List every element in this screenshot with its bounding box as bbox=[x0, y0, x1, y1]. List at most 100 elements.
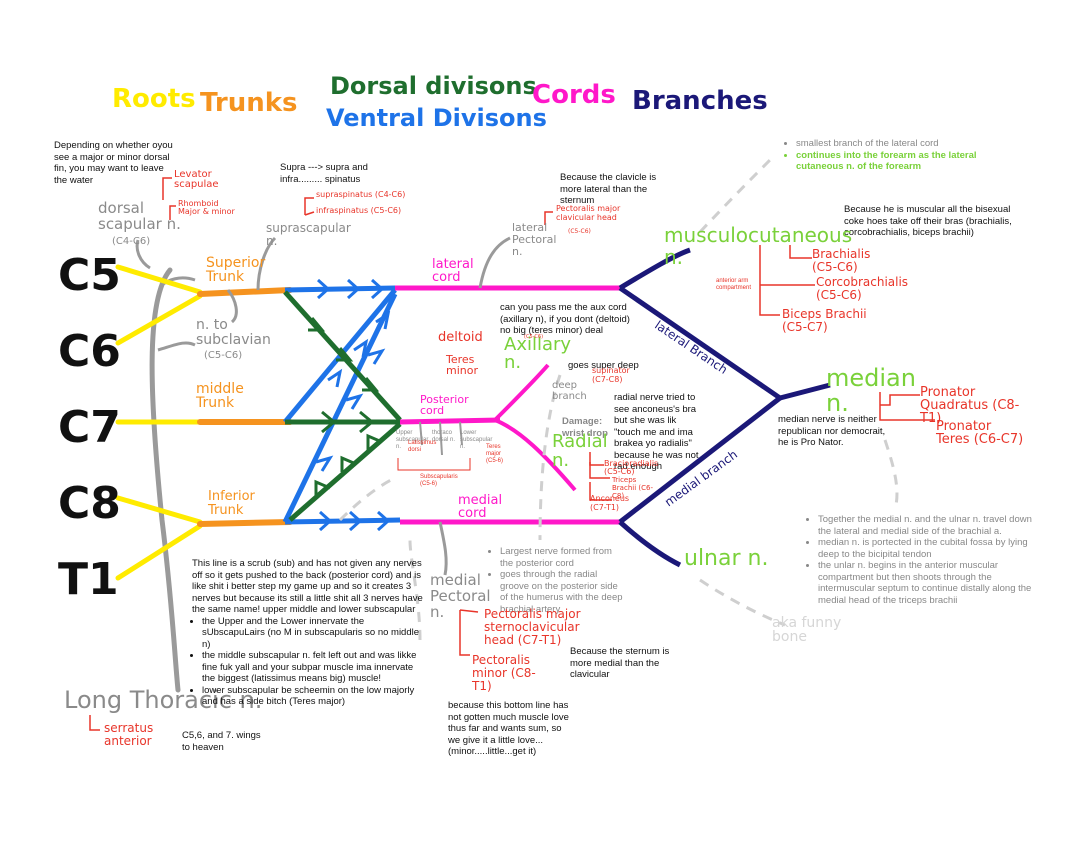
musculocutaneous-bullet-1: smallest branch of the lateral cord bbox=[796, 138, 1016, 150]
supraspinatus-label: supraspinatus (C4-C6) bbox=[316, 190, 406, 199]
pronator-quadratus-label: Pronator Quadratus (C8-T1) bbox=[920, 385, 1020, 426]
subscapular-lines bbox=[419, 421, 463, 456]
subscapular-bullet-3: lower subscapular be scheemin on the low… bbox=[202, 685, 428, 708]
upper-subscapular-label: Upper subscapular n. bbox=[396, 430, 429, 450]
anconeus-label: Anconeus (C7-T1) bbox=[590, 494, 630, 512]
ulnar-bullets: Together the medial n. and the ulnar n. … bbox=[808, 514, 1034, 606]
root-t1-line bbox=[115, 523, 203, 581]
median-label: median n. bbox=[826, 364, 916, 417]
long-thoracic-c6-link bbox=[157, 341, 196, 352]
subscapular-note-intro: This line is a scrub (sub) and has not g… bbox=[192, 558, 423, 615]
legend-ventral-divisions: Ventral Divisons bbox=[326, 104, 547, 132]
radial-label: Radial n. bbox=[552, 431, 608, 471]
subclavian-line bbox=[226, 289, 238, 324]
musculocutaneous-label: musculocutaneous n. bbox=[664, 223, 853, 269]
brachialis-label: Brachialis (C5-C6) bbox=[812, 247, 871, 274]
triceps-label: Triceps Brachii (C6-C8) bbox=[612, 476, 653, 500]
dorsal-scapular-line bbox=[135, 239, 151, 270]
deep-branch-label: deep branch bbox=[552, 380, 587, 402]
posterior-cord-label: Posterior cord bbox=[420, 393, 469, 417]
long-thoracic-label: Long Thoracic n. bbox=[64, 686, 263, 714]
ventral-division-middle-medial bbox=[282, 292, 398, 524]
suprascapular-note: Supra ---> supra and infra......... spin… bbox=[280, 162, 368, 185]
median-note: median nerve is neither republican nor d… bbox=[778, 414, 886, 448]
funny-bone-label: aka funny bone bbox=[772, 615, 842, 645]
teres-major-label: Teres major (C5-6) bbox=[486, 444, 504, 464]
ulnar-bullet-1: Together the medial n. and the ulnar n. … bbox=[818, 514, 1034, 537]
pec-minor-label: Pectoralis minor (C8-T1) bbox=[472, 653, 536, 693]
musculocutaneous-bullets: smallest branch of the lateral cord cont… bbox=[786, 138, 1016, 173]
axillary-note: can you pass me the aux cord (axillary n… bbox=[500, 302, 630, 336]
lateral-pectoral-line bbox=[478, 236, 511, 289]
lateral-cord-label: lateral cord bbox=[432, 257, 474, 285]
medial-pectoral-note-2: because this bottom line has not gotten … bbox=[448, 700, 569, 757]
long-thoracic-c5-link bbox=[161, 276, 196, 287]
pec-major-sternal-label: Pectoralis major sternoclavicular head (… bbox=[484, 607, 581, 647]
brachioradialis-label: Bracioradialis (C5-C6) bbox=[604, 459, 659, 476]
ulnar-branch-line bbox=[618, 520, 682, 568]
inferior-trunk-label: Inferior Trunk bbox=[208, 489, 255, 518]
legend-roots: Roots bbox=[112, 84, 196, 114]
coracobrachialis-label: Corcobrachialis (C5-C6) bbox=[816, 275, 909, 302]
musculocutaneous-branch-line bbox=[618, 247, 691, 291]
ulnar-bullet-3: the unlar n. begins in the anterior musc… bbox=[818, 560, 1034, 606]
dashed-continuations bbox=[338, 153, 899, 641]
radial-branch-line bbox=[494, 418, 577, 492]
legend-cords: Cords bbox=[532, 80, 616, 110]
subscap-bracket bbox=[397, 458, 471, 471]
muscle-connectors bbox=[89, 177, 935, 731]
subscapularis-label: Subscapularis (C5-6) bbox=[420, 474, 458, 487]
latissimus-label: Latissimus dorsi bbox=[408, 440, 437, 453]
radial-note: radial nerve tried to see anconeus's bra… bbox=[614, 392, 699, 472]
lateral-branch-line bbox=[618, 285, 782, 401]
pec-major-clavicular-label: Pectoralis major clavicular head bbox=[556, 204, 621, 222]
legend-dorsal-divisions: Dorsal divisons bbox=[330, 72, 537, 100]
dorsal-scapular-label: dorsal scapular n. bbox=[98, 199, 181, 233]
ulnar-bullet-2: median n. is portected in the cubital fo… bbox=[818, 537, 1034, 560]
middle-trunk-label: middle Trunk bbox=[196, 381, 244, 411]
dorsal-division-inferior bbox=[288, 422, 402, 522]
levator-scapulae-label: Levator scapulae bbox=[174, 169, 219, 190]
subscapular-bullet-1: the Upper and the Lower innervate the sU… bbox=[202, 616, 428, 651]
infraspinatus-label: infraspinatus (C5-C6) bbox=[316, 206, 402, 215]
dorsal-division-superior bbox=[283, 290, 402, 422]
medial-cord-label: medial cord bbox=[458, 493, 503, 521]
supinator-label: supinator (C7-C8) bbox=[592, 366, 630, 384]
legend-trunks: Trunks bbox=[200, 88, 298, 118]
suprascapular-label: suprascapular n. bbox=[266, 221, 351, 248]
ventral-arrowheads bbox=[315, 278, 391, 532]
medial-pectoral-note: Because the sternum is more medial than … bbox=[570, 646, 670, 680]
radial-bullets: Largest nerve formed from the posterior … bbox=[490, 546, 624, 615]
radial-damage-note: Damage: wrist drop bbox=[562, 416, 608, 439]
musculocutaneous-bullet-2: continues into the forearm as the latera… bbox=[796, 150, 1016, 173]
lateral-pectoral-note: Because the clavicle is more lateral tha… bbox=[560, 172, 657, 206]
root-c8-line bbox=[115, 495, 203, 525]
root-label-c7: C7 bbox=[58, 402, 121, 453]
rhomboid-label: Rhomboid Major & minor bbox=[178, 199, 235, 216]
long-thoracic-line bbox=[149, 267, 181, 693]
dorsal-scapular-note: Depending on whether oyou see a major or… bbox=[54, 140, 173, 186]
dorsal-scapular-roots: (C4-C6) bbox=[112, 236, 151, 247]
serratus-anterior-label: serratus anterior bbox=[104, 721, 154, 748]
root-label-t1: T1 bbox=[58, 554, 119, 605]
inferior-trunk-line bbox=[197, 519, 293, 527]
axillary-roots: (C5-C6) bbox=[524, 334, 544, 340]
subclavian-label: n. to subclavian bbox=[196, 317, 271, 348]
medial-pectoral-line bbox=[438, 521, 448, 576]
biceps-label: Biceps Brachii (C5-C7) bbox=[782, 307, 867, 334]
suprascapular-line bbox=[256, 236, 277, 291]
musculocutaneous-note: Because he is muscular all the bisexual … bbox=[844, 204, 1012, 238]
teres-minor-label: Teres minor bbox=[446, 353, 478, 377]
radial-bullet-2: goes through the radial groove on the po… bbox=[500, 569, 624, 615]
medial-pectoral-label: medial Pectoral n. bbox=[430, 571, 491, 621]
root-label-c5: C5 bbox=[58, 250, 121, 301]
radial-bullet-1: Largest nerve formed from the posterior … bbox=[500, 546, 624, 569]
posterior-cord-line bbox=[399, 417, 501, 425]
axillary-label: Axillary n. bbox=[504, 334, 572, 373]
lateral-pectoral-label: lateral Pectoral n. bbox=[512, 221, 557, 258]
root-c5-line bbox=[115, 264, 203, 295]
superior-trunk-label: Superior Trunk bbox=[206, 255, 266, 285]
root-label-c6: C6 bbox=[58, 326, 121, 377]
